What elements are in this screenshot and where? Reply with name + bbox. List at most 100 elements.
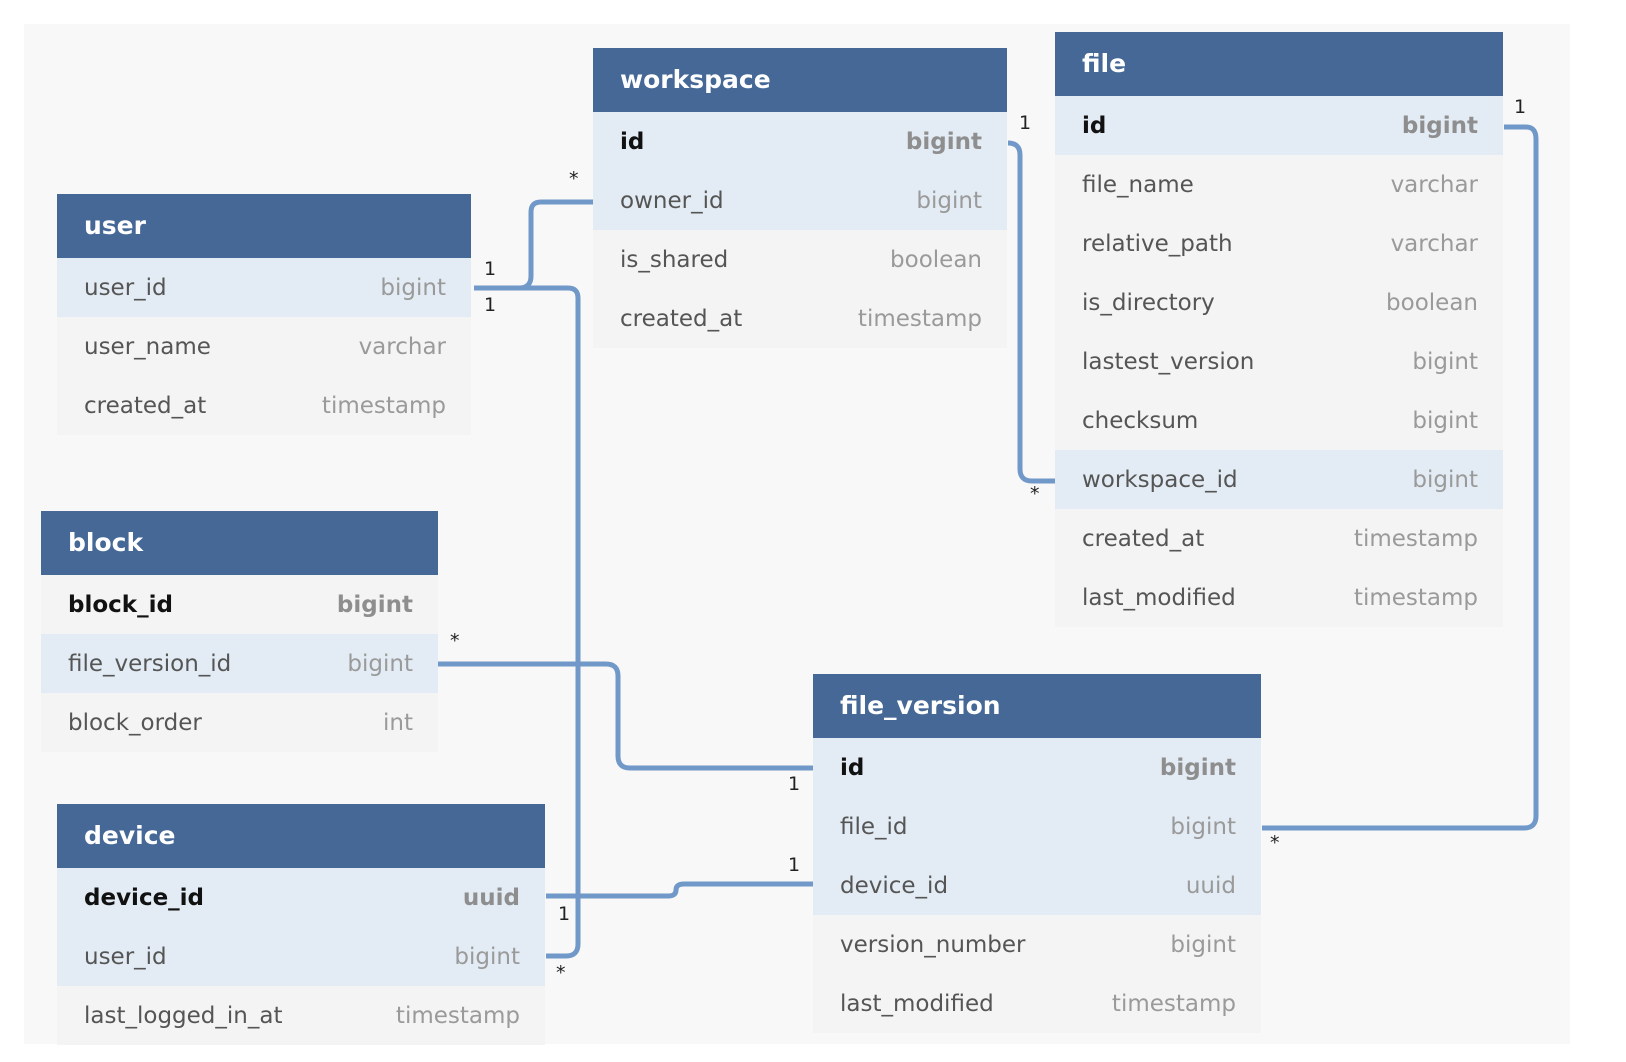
- table-row: last_logged_in_at timestamp: [57, 986, 545, 1045]
- cardinality-label: *: [556, 962, 566, 984]
- column-type: bigint: [336, 591, 413, 618]
- column-type: timestamp: [1353, 525, 1478, 552]
- column-name: id: [840, 754, 865, 781]
- column-name: created_at: [620, 305, 743, 332]
- column-name: workspace_id: [1082, 466, 1238, 493]
- column-name: user_name: [84, 333, 211, 360]
- table-row: is_shared boolean: [593, 230, 1007, 289]
- table-row: file_id bigint: [813, 797, 1261, 856]
- cardinality-label: 1: [1019, 112, 1032, 134]
- table-row: created_at timestamp: [593, 289, 1007, 348]
- table-row: last_modified timestamp: [1055, 568, 1503, 627]
- cardinality-label: 1: [1514, 96, 1527, 118]
- column-type: bigint: [1170, 931, 1236, 958]
- column-type: varchar: [1390, 171, 1478, 198]
- column-name: last_logged_in_at: [84, 1002, 283, 1029]
- table-row: owner_id bigint: [593, 171, 1007, 230]
- table-row: relative_path varchar: [1055, 214, 1503, 273]
- column-type: bigint: [347, 650, 413, 677]
- table-row: created_at timestamp: [1055, 509, 1503, 568]
- table-row: id bigint: [1055, 96, 1503, 155]
- column-type: bigint: [1401, 112, 1478, 139]
- column-type: bigint: [454, 943, 520, 970]
- column-name: id: [1082, 112, 1107, 139]
- column-type: bigint: [1159, 754, 1236, 781]
- column-name: file_version_id: [68, 650, 232, 677]
- table-row: user_id bigint: [57, 258, 471, 317]
- column-name: device_id: [84, 884, 205, 911]
- column-name: file_id: [840, 813, 908, 840]
- column-type: timestamp: [395, 1002, 520, 1029]
- column-name: created_at: [1082, 525, 1205, 552]
- column-name: block_order: [68, 709, 202, 736]
- cardinality-label: 1: [484, 294, 497, 316]
- column-name: user_id: [84, 943, 167, 970]
- column-type: timestamp: [1353, 584, 1478, 611]
- cardinality-label: 1: [558, 903, 571, 925]
- column-type: bigint: [1412, 407, 1478, 434]
- column-name: last_modified: [1082, 584, 1236, 611]
- column-name: checksum: [1082, 407, 1199, 434]
- column-name: created_at: [84, 392, 207, 419]
- column-name: file_name: [1082, 171, 1194, 198]
- column-name: id: [620, 128, 645, 155]
- column-name: lastest_version: [1082, 348, 1255, 375]
- cardinality-label: *: [450, 630, 460, 652]
- table-title: block: [41, 511, 438, 575]
- table-row: block_id bigint: [41, 575, 438, 634]
- table-row: id bigint: [593, 112, 1007, 171]
- table-row: user_name varchar: [57, 317, 471, 376]
- cardinality-label: 1: [788, 854, 801, 876]
- column-name: relative_path: [1082, 230, 1233, 257]
- cardinality-label: 1: [484, 258, 497, 280]
- column-type: int: [383, 709, 413, 736]
- column-type: uuid: [462, 884, 520, 911]
- table-row: checksum bigint: [1055, 391, 1503, 450]
- cardinality-label: *: [1270, 832, 1280, 854]
- table-row: version_number bigint: [813, 915, 1261, 974]
- cardinality-label: *: [1030, 483, 1040, 505]
- table-title: workspace: [593, 48, 1007, 112]
- table-row: workspace_id bigint: [1055, 450, 1503, 509]
- column-name: is_directory: [1082, 289, 1215, 316]
- column-name: owner_id: [620, 187, 724, 214]
- table-row: device_id uuid: [57, 868, 545, 927]
- column-type: bigint: [1412, 348, 1478, 375]
- column-name: last_modified: [840, 990, 994, 1017]
- column-name: user_id: [84, 274, 167, 301]
- table-title: file: [1055, 32, 1503, 96]
- table-title: file_version: [813, 674, 1261, 738]
- table-row: is_directory boolean: [1055, 273, 1503, 332]
- column-type: bigint: [380, 274, 446, 301]
- column-type: bigint: [916, 187, 982, 214]
- table-row: block_order int: [41, 693, 438, 752]
- table-row: file_name varchar: [1055, 155, 1503, 214]
- column-name: is_shared: [620, 246, 729, 273]
- column-type: varchar: [358, 333, 446, 360]
- column-name: version_number: [840, 931, 1026, 958]
- column-type: timestamp: [1111, 990, 1236, 1017]
- column-type: timestamp: [321, 392, 446, 419]
- column-type: timestamp: [857, 305, 982, 332]
- table-row: lastest_version bigint: [1055, 332, 1503, 391]
- column-type: boolean: [890, 246, 982, 273]
- table-user: user user_id bigint user_name varchar crea…: [57, 194, 471, 435]
- table-row: id bigint: [813, 738, 1261, 797]
- table-workspace: workspace id bigint owner_id bigint is_sha…: [593, 48, 1007, 348]
- table-title: user: [57, 194, 471, 258]
- column-name: device_id: [840, 872, 949, 899]
- column-name: block_id: [68, 591, 173, 618]
- column-type: bigint: [1412, 466, 1478, 493]
- cardinality-label: *: [569, 168, 579, 190]
- table-row: last_modified timestamp: [813, 974, 1261, 1033]
- column-type: varchar: [1390, 230, 1478, 257]
- column-type: bigint: [1170, 813, 1236, 840]
- column-type: bigint: [905, 128, 982, 155]
- column-type: boolean: [1386, 289, 1478, 316]
- table-row: user_id bigint: [57, 927, 545, 986]
